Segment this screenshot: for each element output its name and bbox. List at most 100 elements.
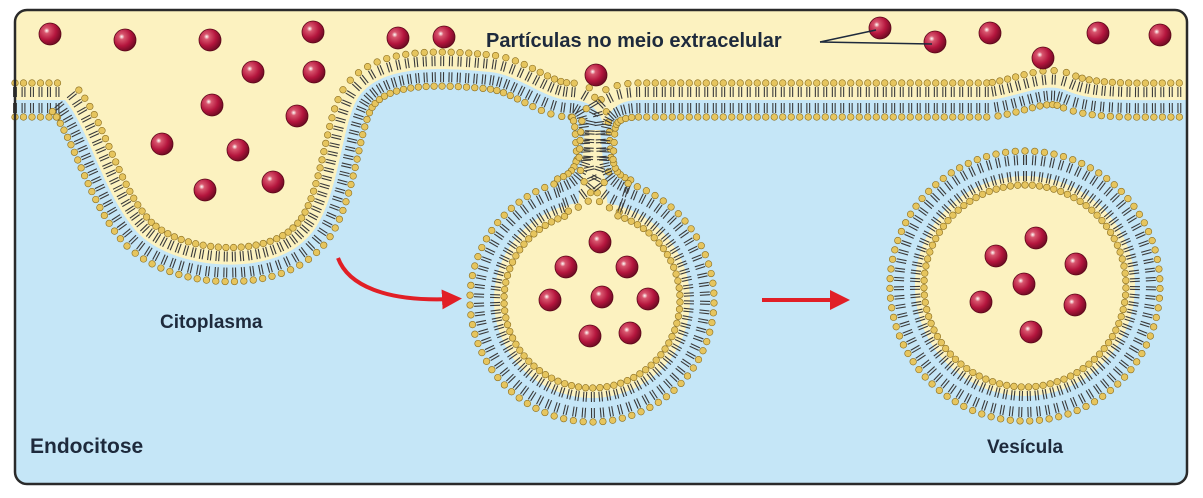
lipid-tail [932, 216, 942, 224]
lipid-head [1046, 380, 1054, 388]
lipid-tail [502, 61, 507, 72]
lipid-head [1028, 181, 1036, 189]
lipid-head [512, 340, 520, 348]
lipid-head [375, 95, 384, 104]
lipid-head [298, 214, 306, 222]
lipid-tail [677, 365, 686, 373]
lipid-head [702, 113, 710, 121]
lipid-head [1010, 382, 1018, 391]
lipid-head [957, 360, 965, 368]
lipid-head [685, 79, 693, 87]
lipid-tail [595, 138, 606, 141]
lipid-tail [699, 309, 710, 312]
lipid-tail [523, 367, 531, 377]
lipid-tail [570, 86, 573, 98]
red-sphere-particle-icon [226, 138, 250, 162]
lipid-tail [962, 188, 970, 198]
lipid-head [1102, 222, 1111, 230]
lipid-tail [1124, 248, 1134, 253]
lipid-head [710, 299, 718, 307]
lipid-tail [1077, 394, 1084, 404]
lipid-tail [523, 223, 531, 233]
lipid-tail [508, 353, 518, 360]
lipid-tail [900, 242, 911, 248]
lipid-head [414, 83, 422, 91]
lipid-tail [502, 344, 513, 351]
lipid-head [402, 50, 410, 58]
lipid-head [1036, 102, 1044, 110]
lipid-head [582, 384, 590, 392]
lipid-tail [1128, 303, 1139, 307]
lipid-tail [925, 199, 935, 207]
lipid-tail [1046, 90, 1049, 101]
lipid-head [1156, 284, 1164, 293]
lipid-head [1028, 104, 1036, 112]
lipid-tail [617, 201, 622, 212]
lipid-tail [1086, 193, 1094, 202]
lipid-tail [1095, 383, 1102, 393]
lipid-tail [628, 103, 631, 114]
lipid-head [992, 185, 1000, 193]
lipid-head [677, 379, 685, 388]
lipid-head [821, 113, 829, 121]
lipid-tail [531, 217, 539, 226]
lipid-head [446, 82, 454, 90]
lipid-tail [116, 221, 126, 229]
lipid-head [1100, 78, 1108, 86]
lipid-head [932, 235, 940, 243]
lipid-tail [353, 81, 362, 90]
lipid-head [1020, 106, 1028, 114]
lipid-tail [598, 98, 606, 107]
lipid-tail [550, 384, 556, 394]
lipid-tail [81, 155, 92, 161]
lipid-tail [997, 157, 1001, 168]
lipid-tail [613, 108, 619, 118]
lipid-tail [95, 146, 105, 152]
lipid-tail [1122, 323, 1133, 328]
lipid-tail [579, 142, 590, 145]
lipid-tail [1112, 86, 1115, 97]
lipid-tail [283, 239, 289, 249]
lipid-tail [574, 108, 584, 115]
lipid-tail [505, 373, 514, 382]
red-sphere-particle-icon [1063, 293, 1087, 317]
lipid-head [610, 381, 618, 389]
lipid-tail [643, 394, 650, 404]
lipid-tail [915, 352, 925, 359]
red-sphere-particle-icon [1086, 21, 1110, 45]
lipid-tail [1129, 277, 1140, 280]
lipid-tail [1121, 240, 1132, 246]
lipid-tail [350, 123, 361, 128]
lipid-head [314, 172, 322, 180]
lipid-tail [276, 242, 282, 253]
lipid-head [1031, 147, 1039, 155]
lipid-tail [500, 61, 504, 72]
lipid-tail [303, 220, 313, 228]
lipid-tail [80, 152, 91, 158]
lipid-head [1125, 79, 1133, 87]
lipid-head [898, 113, 906, 121]
lipid-tail [697, 272, 708, 276]
lipid-head [310, 187, 318, 195]
lipid-tail [699, 291, 710, 294]
lipid-tail [1145, 297, 1156, 300]
lipid-head [888, 304, 896, 312]
lipid-head [494, 373, 502, 382]
red-sphere-particle-icon [1148, 23, 1172, 47]
lipid-head [1082, 402, 1090, 411]
lipid-tail [64, 117, 74, 124]
lipid-tail [1073, 378, 1079, 389]
lipid-tail [920, 330, 931, 336]
lipid-tail [1110, 218, 1119, 226]
lipid-tail [681, 275, 692, 280]
lipid-head [944, 216, 952, 225]
lipid-tail [1091, 176, 1099, 186]
lipid-head [471, 262, 479, 270]
lipid-tail [967, 185, 974, 196]
lipid-tail [205, 266, 208, 277]
lipid-head [334, 96, 342, 104]
lipid-head [60, 126, 68, 134]
lipid-tail [481, 74, 484, 85]
lipid-tail [696, 326, 707, 331]
lipid-tail [612, 178, 620, 187]
